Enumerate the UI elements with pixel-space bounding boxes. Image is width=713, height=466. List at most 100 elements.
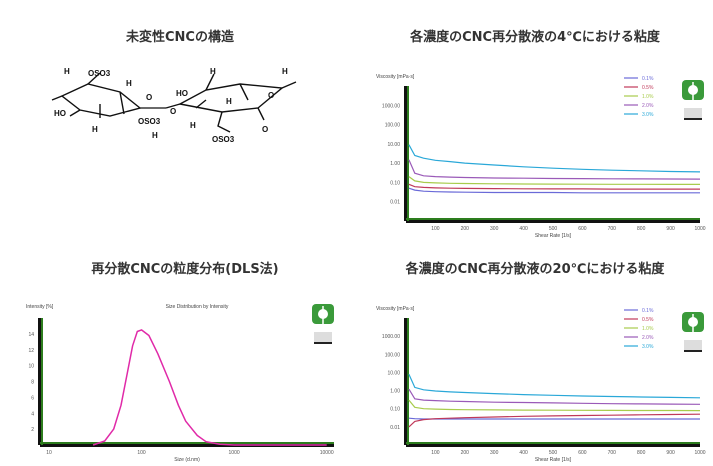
x-tick-label: 100 bbox=[431, 226, 440, 232]
x-axis-label: Shear Rate [1/s] bbox=[535, 457, 572, 463]
x-tick-label: 300 bbox=[490, 450, 499, 456]
logo-mark-icon bbox=[314, 332, 332, 342]
chem-label: H bbox=[126, 79, 132, 88]
series-line bbox=[408, 187, 700, 194]
y-tick-label: 1.00 bbox=[390, 161, 400, 167]
chem-label: HO bbox=[176, 89, 188, 98]
x-tick-label: 800 bbox=[637, 226, 646, 232]
dls-chart-title: 再分散CNCの粒度分布(DLS法) bbox=[91, 262, 279, 277]
chem-label: H bbox=[152, 131, 158, 140]
x-tick-label: 500 bbox=[549, 226, 558, 232]
chart-subtitle: Size Distribution by Intensity bbox=[166, 304, 229, 310]
y-tick-label: 4 bbox=[31, 411, 34, 417]
x-tick-label: 400 bbox=[519, 450, 528, 456]
x-tick-label: 100 bbox=[431, 450, 440, 456]
x-tick-label: 300 bbox=[490, 226, 499, 232]
chem-label: H bbox=[92, 125, 98, 134]
series-line bbox=[408, 159, 701, 180]
y-axis-label: Viscosity [mPa·s] bbox=[376, 74, 415, 80]
legend-label: 3.0% bbox=[642, 112, 654, 118]
legend-label: 1.0% bbox=[642, 94, 654, 100]
x-tick-label: 900 bbox=[666, 226, 675, 232]
visc20-chart-title: 各濃度のCNC再分散液の20℃における粘度 bbox=[405, 262, 665, 277]
y-tick-label: 10 bbox=[28, 364, 34, 370]
structure-labels: H OSO3 HO H H OSO3 O O H HO H H OSO3 H H… bbox=[54, 67, 288, 144]
y-tick-label: 8 bbox=[31, 380, 34, 386]
x-tick-label: 600 bbox=[578, 450, 587, 456]
y-tick-label: 14 bbox=[28, 332, 34, 338]
x-tick-label: 1000 bbox=[229, 450, 240, 456]
chem-label: H bbox=[210, 67, 216, 76]
chem-label: OSO3 bbox=[88, 69, 111, 78]
x-tick-label: 200 bbox=[461, 226, 470, 232]
x-tick-label: 400 bbox=[519, 226, 528, 232]
legend-label: 3.0% bbox=[642, 344, 654, 350]
y-tick-label: 2 bbox=[31, 427, 34, 433]
y-tick-label: 10.00 bbox=[387, 370, 400, 376]
series-line bbox=[408, 144, 701, 173]
y-tick-label: 1.00 bbox=[390, 389, 400, 395]
logo-mark-icon bbox=[684, 108, 702, 118]
chem-label: H bbox=[282, 67, 288, 76]
logo-mark-icon bbox=[314, 342, 332, 344]
x-tick-label: 100 bbox=[137, 450, 146, 456]
series-line bbox=[408, 388, 701, 405]
logo-mark-icon bbox=[684, 118, 702, 120]
cnc-structure-diagram bbox=[51, 72, 297, 133]
chem-label: O bbox=[170, 107, 176, 116]
x-tick-label: 10 bbox=[46, 450, 52, 456]
visc4-chart-title: 各濃度のCNC再分散液の4℃における粘度 bbox=[410, 30, 660, 45]
x-tick-label: 500 bbox=[549, 450, 558, 456]
legend-label: 0.1% bbox=[642, 308, 654, 314]
x-tick-label: 1000 bbox=[694, 450, 705, 456]
chem-label: OSO3 bbox=[138, 117, 161, 126]
chem-label: O bbox=[262, 125, 268, 134]
y-axis-label: Intensity [%] bbox=[26, 304, 54, 310]
y-tick-label: 0.10 bbox=[390, 180, 400, 186]
x-axis-label: Size (d.nm) bbox=[174, 457, 200, 463]
x-tick-label: 800 bbox=[637, 450, 646, 456]
y-tick-label: 1000.00 bbox=[382, 103, 400, 109]
x-tick-label: 10000 bbox=[320, 450, 334, 456]
logo-mark-icon bbox=[684, 340, 702, 350]
y-tick-label: 10.00 bbox=[387, 142, 400, 148]
viscosity-4c-chart: Viscosity [mPa·s] 1000.00 100.00 10.00 1.00 0… bbox=[376, 74, 706, 239]
legend-label: 0.5% bbox=[642, 85, 654, 91]
left-glucose-ring bbox=[60, 83, 142, 117]
y-tick-label: 6 bbox=[31, 395, 34, 401]
legend-label: 0.5% bbox=[642, 317, 654, 323]
chem-label: HO bbox=[54, 109, 66, 118]
legend-label: 0.1% bbox=[642, 76, 654, 82]
x-tick-label: 600 bbox=[578, 226, 587, 232]
chem-label: O bbox=[146, 93, 152, 102]
y-tick-label: 12 bbox=[28, 348, 34, 354]
y-tick-label: 0.01 bbox=[390, 425, 400, 431]
x-tick-label: 700 bbox=[608, 226, 617, 232]
series-line bbox=[408, 176, 700, 185]
chem-label: H bbox=[64, 67, 70, 76]
y-tick-label: 100.00 bbox=[385, 352, 401, 358]
legend-label: 1.0% bbox=[642, 326, 654, 332]
legend-label: 2.0% bbox=[642, 335, 654, 341]
x-tick-label: 200 bbox=[461, 450, 470, 456]
series-line bbox=[408, 183, 700, 190]
chem-label: O bbox=[268, 91, 274, 100]
x-axis-label: Shear Rate [1/s] bbox=[535, 233, 572, 239]
chem-label: OSO3 bbox=[212, 135, 235, 144]
dls-size-distribution-chart: Intensity [%] Size Distribution by Intens… bbox=[26, 304, 334, 463]
viscosity-20c-chart: Viscosity [mPa·s]1000.00100.0010.001.000… bbox=[376, 306, 706, 463]
x-tick-label: 900 bbox=[666, 450, 675, 456]
structure-title: 未変性CNCの構造 bbox=[126, 30, 234, 45]
series-line bbox=[92, 329, 327, 446]
chem-label: H bbox=[190, 121, 196, 130]
series-line bbox=[408, 399, 701, 412]
chem-label: H bbox=[226, 97, 232, 106]
y-tick-label: 1000.00 bbox=[382, 334, 400, 340]
y-tick-label: 100.00 bbox=[385, 123, 401, 129]
series-line bbox=[408, 373, 701, 399]
legend-label: 2.0% bbox=[642, 103, 654, 109]
logo-mark-icon bbox=[684, 350, 702, 352]
y-tick-label: 0.01 bbox=[390, 200, 400, 206]
x-tick-label: 1000 bbox=[694, 226, 705, 232]
